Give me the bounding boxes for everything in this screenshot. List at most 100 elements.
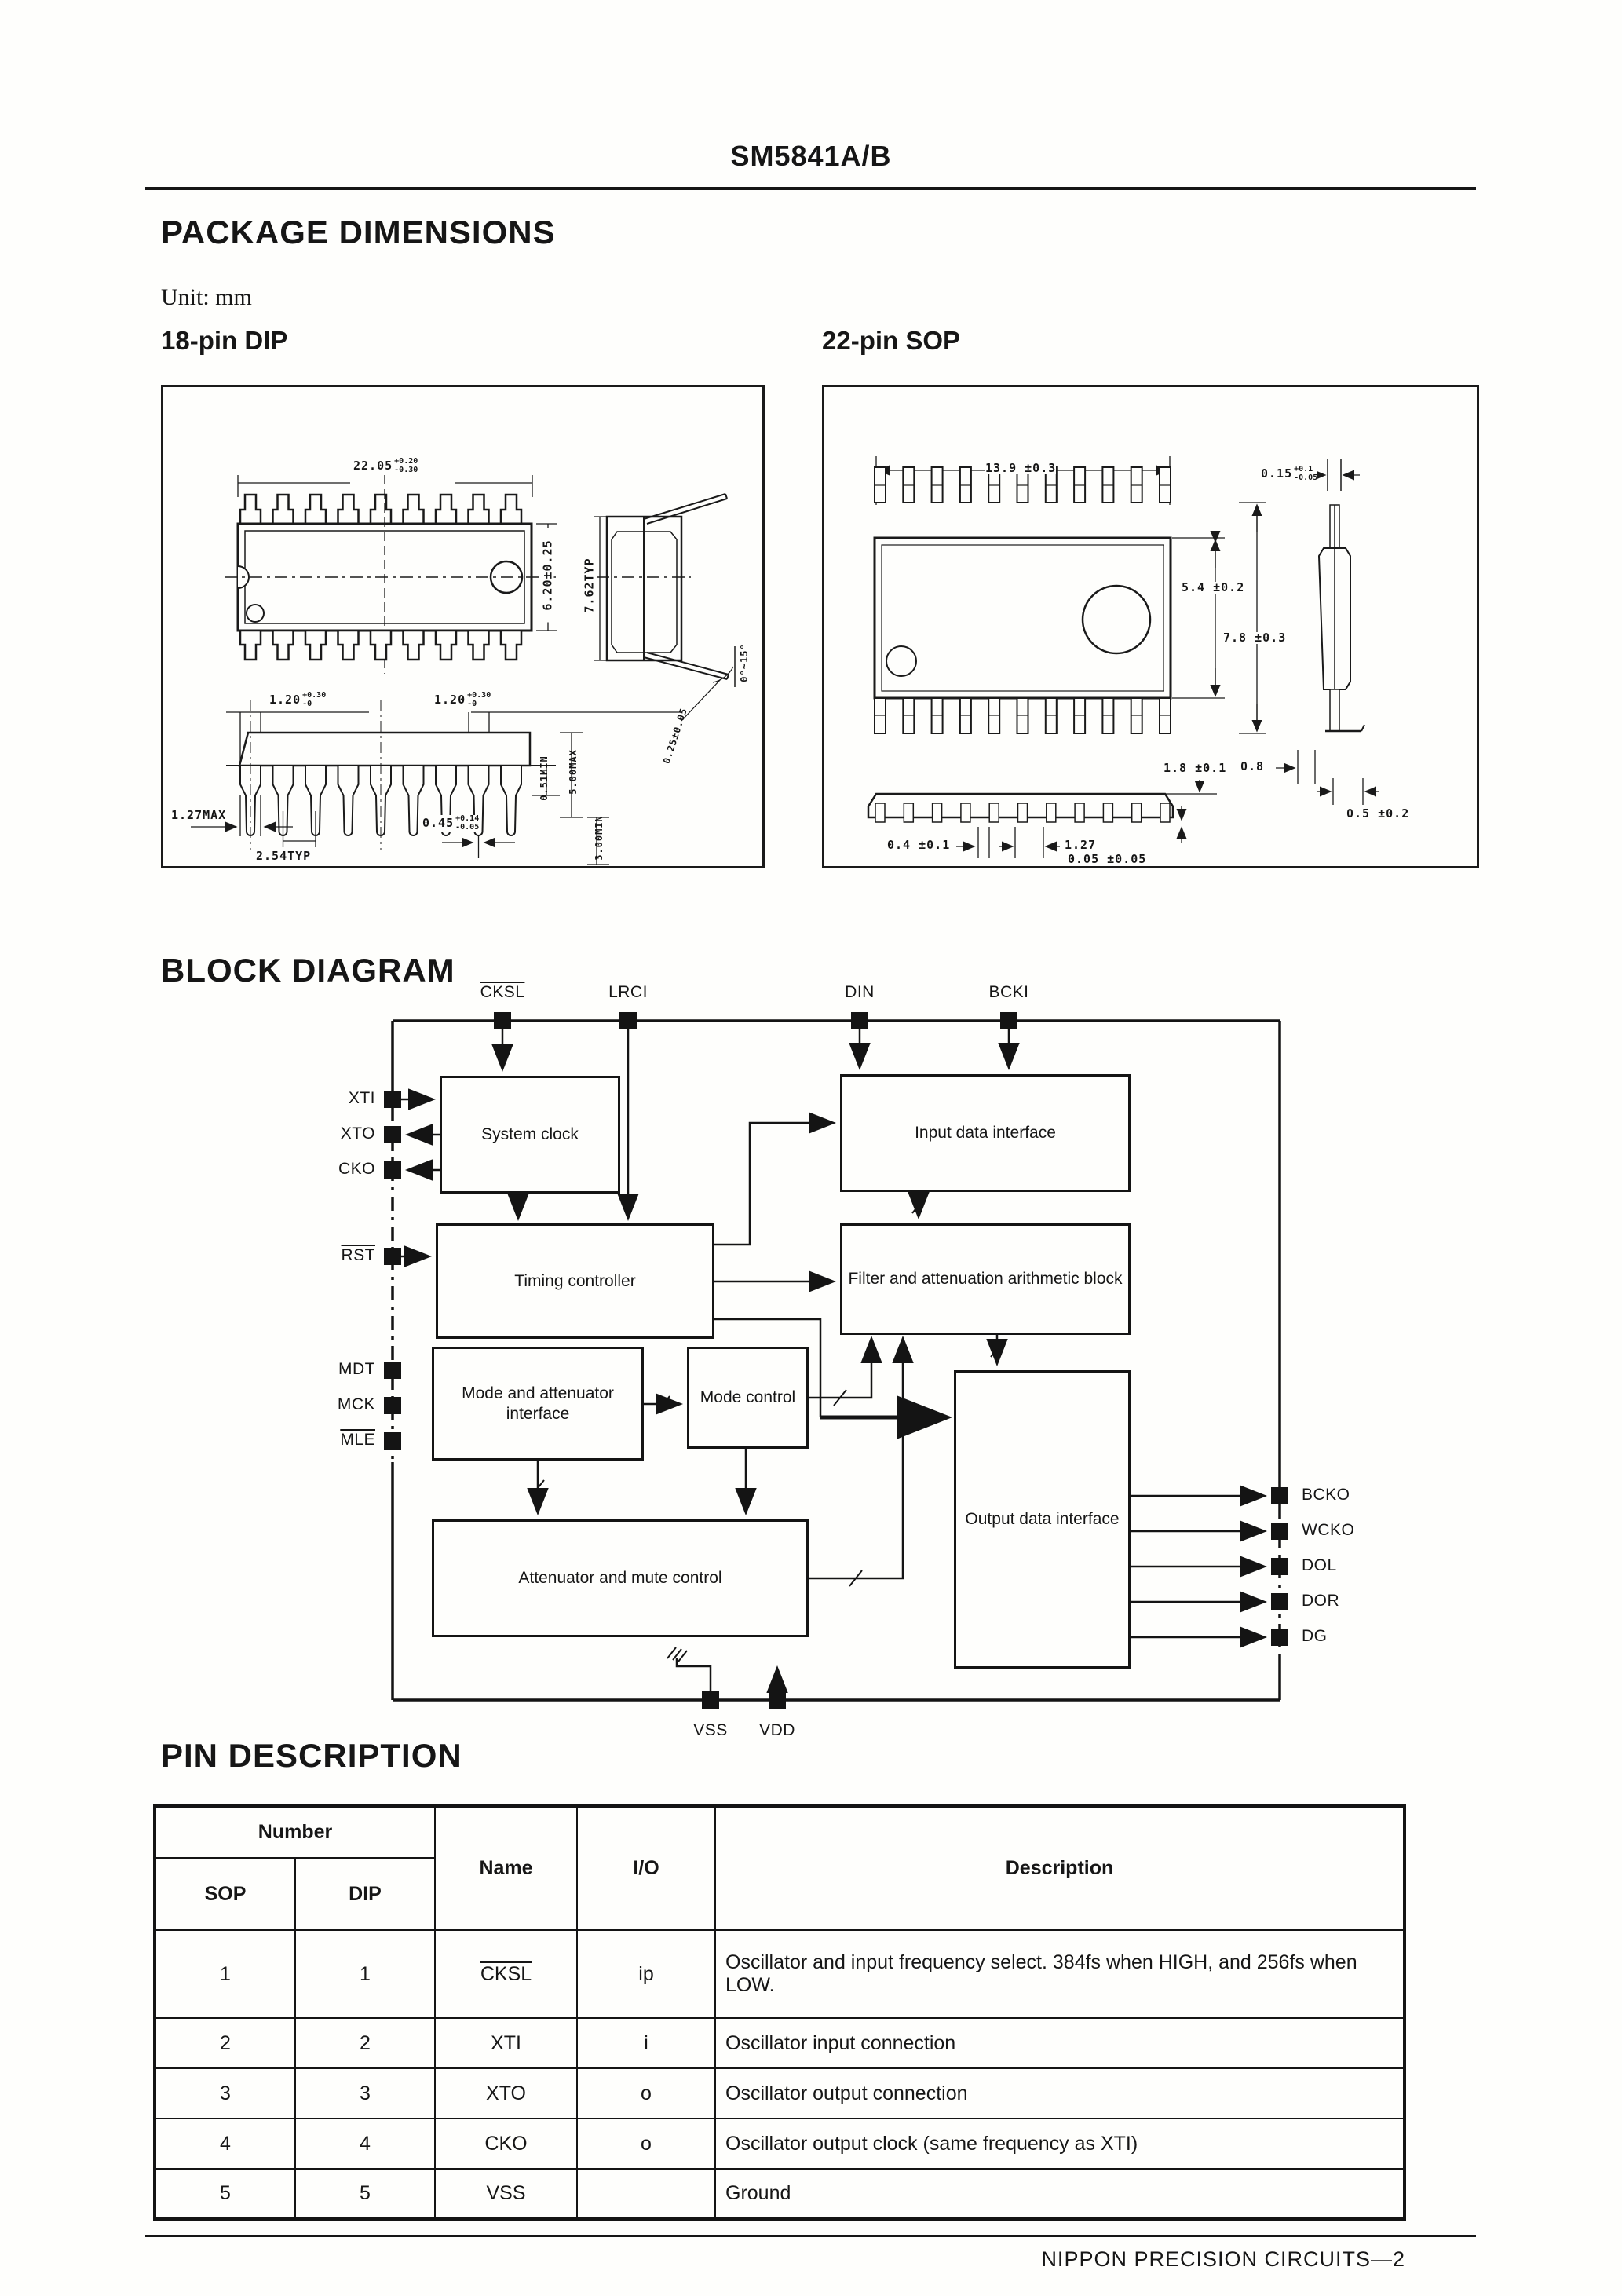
- dip-dim-shoulder-b: 1.20 +0.30-0: [434, 691, 491, 708]
- cell-name: XTO: [434, 2067, 578, 2119]
- cell-sop: 4: [154, 2118, 296, 2170]
- table-row: 4 4 CKO o Oscillator output clock (same …: [154, 2118, 1405, 2170]
- sop-title: 22-pin SOP: [822, 326, 961, 355]
- pin-label-vdd: VDD: [759, 1721, 795, 1739]
- sop-dim-foot-length: 0.5 ±0.2: [1346, 806, 1410, 821]
- pin-label-mle: MLE: [340, 1431, 375, 1449]
- sop-dim-foot-offset: 0.8: [1240, 759, 1265, 773]
- block-timing-controller: Timing controller: [436, 1223, 714, 1339]
- table-row: 5 5 VSS Ground: [154, 2168, 1405, 2220]
- dip-dim-lead-length: 3.00MIN: [594, 815, 605, 861]
- sop-dim-pitch: 1.27: [1065, 838, 1097, 852]
- cell-dip: 2: [294, 2017, 436, 2069]
- table-row: 3 3 XTO o Oscillator output connection: [154, 2067, 1405, 2119]
- pin-label-cksl: CKSL: [480, 983, 525, 1001]
- sop-dim-span: 7.8 ±0.3: [1223, 631, 1287, 645]
- cell-dip: 5: [294, 2168, 436, 2220]
- footer-rule: [145, 2235, 1476, 2237]
- pin-label-lrci: LRCI: [608, 983, 648, 1001]
- pin-label-xti: XTI: [348, 1089, 375, 1107]
- dip-dim-standoff: 0.51MIN: [539, 755, 550, 801]
- dip-dim-pitch: 2.54TYP: [256, 849, 312, 863]
- dip-dim-width: 22.05 +0.20-0.30: [353, 457, 418, 474]
- sop-dim-width: 13.9 ±0.3: [985, 461, 1057, 475]
- dip-title: 18-pin DIP: [161, 326, 288, 355]
- block-filter-arithmetic: Filter and attenuation arithmetic block: [840, 1223, 1131, 1335]
- cell-description: Oscillator output connection: [714, 2067, 1405, 2119]
- pin-label-din: DIN: [845, 983, 875, 1001]
- pin-label-dol: DOL: [1302, 1556, 1337, 1574]
- sop-dim-body-depth: 5.4 ±0.2: [1182, 580, 1245, 594]
- col-header-dip: DIP: [294, 1857, 436, 1931]
- pin-label-dor: DOR: [1302, 1592, 1340, 1610]
- pin-label-mck: MCK: [337, 1395, 375, 1413]
- dip-dim-lead-width: 0.45 +0.14-0.05: [422, 814, 480, 832]
- block-diagram-lines: [384, 1012, 1288, 1709]
- block-input-data-interface: Input data interface: [840, 1074, 1131, 1192]
- pin-label-cko: CKO: [338, 1160, 375, 1178]
- cell-name: XTI: [434, 2017, 578, 2069]
- pin-label-bcko: BCKO: [1302, 1486, 1350, 1504]
- pin-description-table: Number Name I/O Description SOP DIP 1 1 …: [153, 1804, 1406, 2221]
- block-system-clock: System clock: [440, 1076, 620, 1194]
- cell-io: ip: [576, 1929, 716, 2019]
- cell-sop: 1: [154, 1929, 296, 2019]
- sop-dim-lead-width: 0.4 ±0.1: [887, 838, 951, 852]
- cell-io: [576, 2168, 716, 2220]
- cell-io: i: [576, 2017, 716, 2069]
- pin-label-rst: RST: [341, 1246, 375, 1264]
- dip-dim-shoulder-a: 1.20 +0.30-0: [269, 691, 327, 708]
- dip-dim-depth: 6.20±0.25: [541, 528, 555, 623]
- block-output-data-interface: Output data interface: [954, 1370, 1131, 1669]
- cell-description: Oscillator input connection: [714, 2017, 1405, 2069]
- unit-label: Unit: mm: [161, 284, 252, 310]
- sop-drawing: 13.9 ±0.3 0.15 +0.1-0.05 5.4 ±0.2 7.8 ±0…: [822, 385, 1479, 868]
- sop-dim-lead-thickness: 0.15 +0.1-0.05: [1261, 465, 1318, 482]
- cell-dip: 1: [294, 1929, 436, 2019]
- dip-dim-seated-height: 5.00MAX: [568, 749, 579, 795]
- col-header-name: Name: [434, 1805, 578, 1931]
- cell-sop: 2: [154, 2017, 296, 2069]
- cell-description: Ground: [714, 2168, 1405, 2220]
- sop-drawing-lines: [867, 456, 1379, 858]
- cell-sop: 5: [154, 2168, 296, 2220]
- cell-io: o: [576, 2118, 716, 2170]
- cell-name: CKSL: [434, 1929, 578, 2019]
- cell-description: Oscillator output clock (same frequency …: [714, 2118, 1405, 2170]
- cell-dip: 3: [294, 2067, 436, 2119]
- pin-label-xto: XTO: [340, 1124, 375, 1143]
- col-header-sop: SOP: [154, 1857, 296, 1931]
- col-header-number: Number: [154, 1805, 436, 1859]
- pin-label-vss: VSS: [693, 1721, 728, 1739]
- cell-dip: 4: [294, 2118, 436, 2170]
- block-attenuator-mute-control: Attenuator and mute control: [432, 1519, 809, 1637]
- dip-drawing: 22.05 +0.20-0.30 6.20±0.25 7.62TYP 0°~15…: [161, 385, 765, 868]
- block-mode-attenuator-interface: Mode and attenuator interface: [432, 1347, 644, 1461]
- section-package-dimensions: PACKAGE DIMENSIONS: [161, 214, 556, 250]
- cell-description: Oscillator and input frequency select. 3…: [714, 1929, 1405, 2019]
- sop-dim-height: 1.8 ±0.1: [1164, 761, 1227, 775]
- footer-text: NIPPON PRECISION CIRCUITS—2: [1041, 2247, 1405, 2271]
- block-mode-control: Mode control: [687, 1347, 809, 1449]
- doc-title: SM5841A/B: [730, 140, 892, 172]
- pin-label-dg: DG: [1302, 1627, 1328, 1645]
- pin-label-bcki: BCKI: [988, 983, 1029, 1001]
- cell-name: CKO: [434, 2118, 578, 2170]
- col-header-io: I/O: [576, 1805, 716, 1931]
- cell-sop: 3: [154, 2067, 296, 2119]
- pin-label-mdt: MDT: [338, 1360, 375, 1378]
- dip-dim-angle: 0°~15°: [739, 631, 750, 694]
- dip-drawing-lines: [191, 475, 736, 865]
- section-pin-description: PIN DESCRIPTION: [161, 1737, 462, 1774]
- table-row: 2 2 XTI i Oscillator input connection: [154, 2017, 1405, 2069]
- pin-label-wcko: WCKO: [1302, 1521, 1355, 1539]
- dip-dim-pin1-width: 1.27MAX: [171, 808, 227, 822]
- header-rule: [145, 187, 1476, 190]
- sop-dim-standoff: 0.05 ±0.05: [1068, 852, 1147, 866]
- table-row: 1 1 CKSL ip Oscillator and input frequen…: [154, 1929, 1405, 2019]
- cell-io: o: [576, 2067, 716, 2119]
- section-block-diagram: BLOCK DIAGRAM: [161, 952, 455, 989]
- cell-name: VSS: [434, 2168, 578, 2220]
- col-header-description: Description: [714, 1805, 1405, 1931]
